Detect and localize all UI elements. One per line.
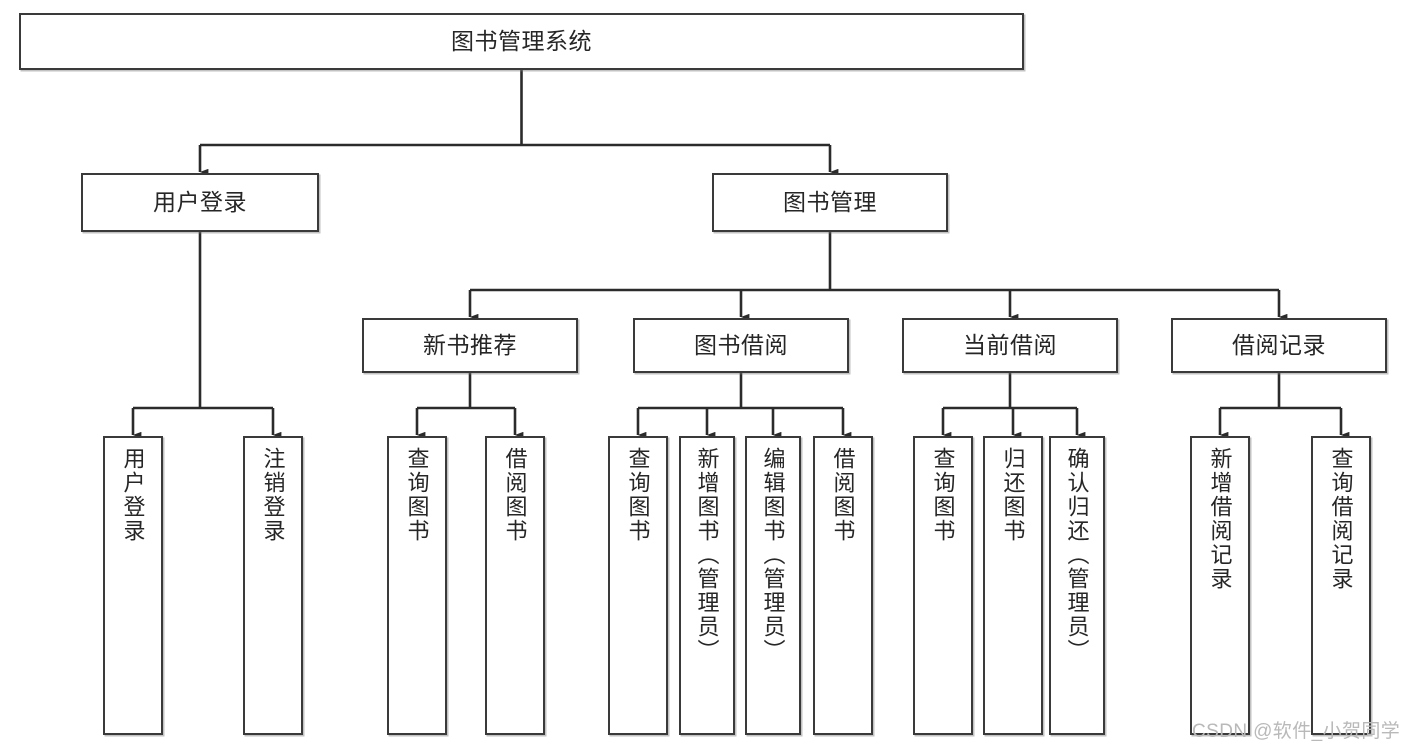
node-leaf-query-book-3[interactable]: 查询图书 xyxy=(913,436,973,735)
node-leaf-confirm-return[interactable]: 确认归还（管理员） xyxy=(1049,436,1105,735)
node-label: 编辑图书（管理员） xyxy=(760,447,786,663)
node-label: 借阅图书 xyxy=(830,447,856,543)
node-label: 查询借阅记录 xyxy=(1328,447,1354,591)
node-label: 确认归还（管理员） xyxy=(1064,447,1090,663)
node-label: 借阅记录 xyxy=(1232,331,1326,358)
node-borrow-record[interactable]: 借阅记录 xyxy=(1171,318,1387,373)
node-leaf-logout[interactable]: 注销登录 xyxy=(243,436,303,735)
node-label: 注销登录 xyxy=(260,447,286,543)
node-label: 查询图书 xyxy=(404,447,430,543)
node-label: 查询图书 xyxy=(625,447,651,543)
node-new-book-rec[interactable]: 新书推荐 xyxy=(362,318,578,373)
node-label: 新增图书（管理员） xyxy=(694,447,720,663)
node-label: 查询图书 xyxy=(930,447,956,543)
node-label: 新书推荐 xyxy=(423,331,517,358)
node-leaf-user-login[interactable]: 用户登录 xyxy=(103,436,163,735)
node-label: 用户登录 xyxy=(120,447,146,543)
node-label: 图书借阅 xyxy=(694,331,788,358)
node-root[interactable]: 图书管理系统 xyxy=(19,13,1024,70)
node-label: 借阅图书 xyxy=(502,447,528,543)
node-leaf-add-record[interactable]: 新增借阅记录 xyxy=(1190,436,1250,735)
node-label: 归还图书 xyxy=(1000,447,1026,543)
node-leaf-borrow-book-1[interactable]: 借阅图书 xyxy=(485,436,545,735)
node-leaf-query-book-2[interactable]: 查询图书 xyxy=(608,436,668,735)
node-label: 图书管理 xyxy=(783,188,877,215)
node-leaf-return-book[interactable]: 归还图书 xyxy=(983,436,1043,735)
node-label: 新增借阅记录 xyxy=(1207,447,1233,591)
node-label: 当前借阅 xyxy=(963,331,1057,358)
node-user-login[interactable]: 用户登录 xyxy=(81,173,319,232)
node-book-borrow[interactable]: 图书借阅 xyxy=(633,318,849,373)
node-leaf-edit-book[interactable]: 编辑图书（管理员） xyxy=(745,436,801,735)
node-label: 图书管理系统 xyxy=(451,27,592,54)
node-leaf-borrow-book-2[interactable]: 借阅图书 xyxy=(813,436,873,735)
node-leaf-add-book[interactable]: 新增图书（管理员） xyxy=(679,436,735,735)
node-current-borrow[interactable]: 当前借阅 xyxy=(902,318,1118,373)
node-leaf-query-book-1[interactable]: 查询图书 xyxy=(387,436,447,735)
node-label: 用户登录 xyxy=(153,188,247,215)
csdn-watermark: CSDN @软件_小贺同学 xyxy=(1192,721,1401,742)
node-leaf-query-record[interactable]: 查询借阅记录 xyxy=(1311,436,1371,735)
node-book-manage[interactable]: 图书管理 xyxy=(712,173,948,232)
